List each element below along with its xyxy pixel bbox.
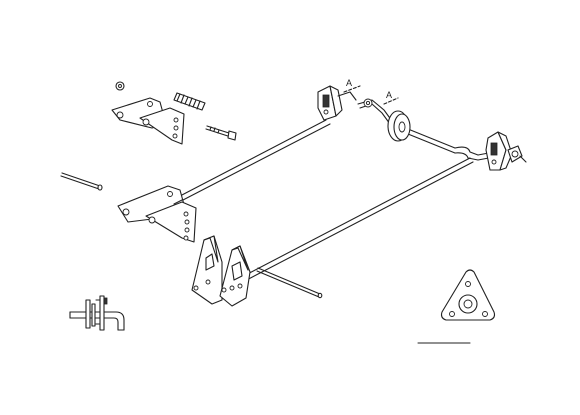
- upper-clamp-bracket: [317, 85, 373, 121]
- coil-spring: [173, 92, 206, 111]
- section-marks: A A: [343, 78, 399, 105]
- small-nut: [115, 81, 125, 91]
- loose-lower-rod: [256, 267, 323, 299]
- small-plate-pair: [111, 97, 185, 145]
- upper-rod: [179, 119, 331, 201]
- section-label-right: A: [386, 90, 392, 100]
- lower-upright-brackets: [191, 235, 251, 307]
- cross-shaft: [357, 99, 495, 161]
- disc-collar: [387, 110, 411, 142]
- right-end-bracket: [485, 131, 527, 171]
- section-label-left: A: [346, 78, 352, 88]
- loose-pin: [60, 172, 103, 191]
- lower-rod: [235, 157, 474, 285]
- triangular-flange: [440, 269, 496, 321]
- hex-bolt: [205, 125, 237, 141]
- shaft-detail: [69, 295, 125, 331]
- large-bracket-pair: [117, 185, 197, 243]
